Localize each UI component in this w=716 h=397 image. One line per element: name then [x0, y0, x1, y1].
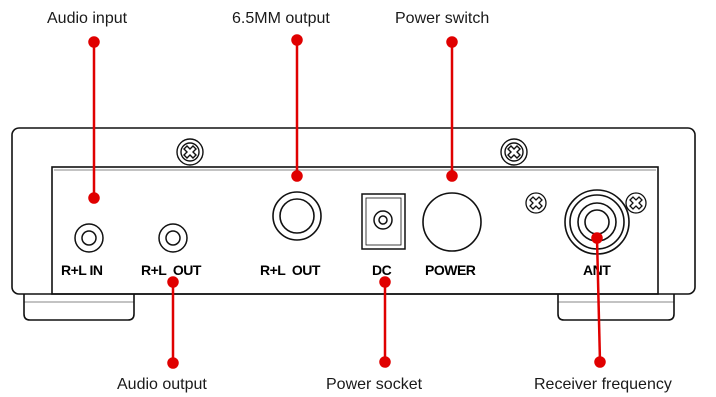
output-65mm-jack	[272, 191, 322, 241]
rear-plate	[51, 166, 659, 295]
panel-label-rl-out-large: R+L OUT	[260, 262, 321, 278]
ant-screw-right	[625, 192, 647, 214]
panel-label-dc: DC	[372, 262, 392, 278]
panel-label-power: POWER	[425, 262, 476, 278]
leader-audio-input	[88, 36, 100, 204]
callout-power-socket: Power socket	[326, 376, 423, 393]
callout-audio-output: Audio output	[117, 376, 207, 393]
rl-in-jack	[74, 223, 104, 253]
panel-label-rl-in: R+L IN	[61, 262, 103, 278]
callout-audio-input: Audio input	[47, 10, 128, 27]
leader-power-switch	[446, 36, 458, 182]
leader-power-socket	[379, 276, 391, 368]
callout-65mm-output: 6.5MM output	[232, 10, 330, 27]
leader-receiver-frequency	[591, 232, 606, 368]
leader-65mm-output	[291, 34, 303, 182]
rl-out-small-jack	[158, 223, 188, 253]
top-screw-left	[176, 138, 204, 166]
right-foot	[557, 294, 675, 321]
ant-screw-left	[525, 192, 547, 214]
left-foot	[23, 294, 135, 321]
device-body	[11, 127, 696, 321]
power-switch-button	[422, 192, 482, 252]
dc-socket	[361, 193, 406, 250]
leader-audio-output	[167, 276, 179, 369]
callout-power-switch: Power switch	[395, 10, 489, 27]
top-screw-right	[500, 138, 528, 166]
callout-receiver-frequency: Receiver frequency	[534, 376, 672, 393]
panel-label-rl-out-small: R+L OUT	[141, 262, 202, 278]
